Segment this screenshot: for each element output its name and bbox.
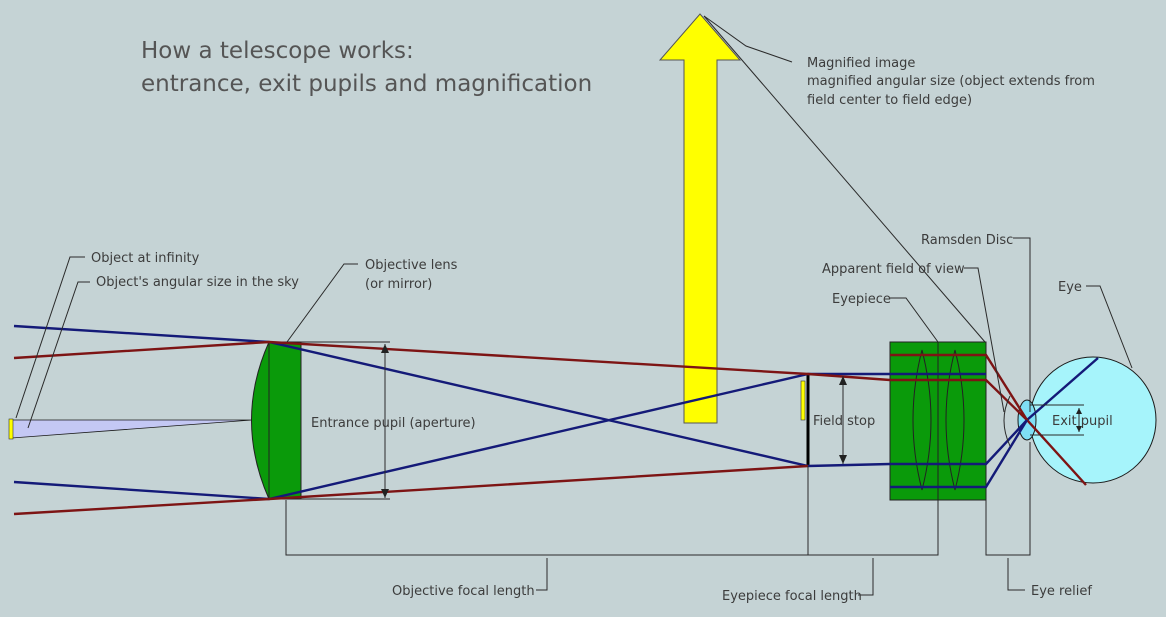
eye-label: Eye [1058, 280, 1082, 295]
ray-red-lower [13, 464, 809, 516]
objective-lens-label-2: (or mirror) [365, 277, 432, 292]
apparent-fov-arc [1003, 395, 1011, 447]
objective-lens-label: Objective lens [365, 258, 458, 273]
eye-relief-label: Eye relief [1031, 584, 1092, 599]
exit-pupil-label: Exit pupil [1052, 414, 1113, 429]
object-arrow [8, 418, 14, 440]
object-at-infinity-label: Object at infinity [91, 251, 200, 266]
title-line-1: How a telescope works: [141, 38, 414, 64]
entrance-pupil-label: Entrance pupil (aperture) [311, 416, 476, 431]
object-angular-cone [11, 419, 253, 439]
magnified-angular-size-label: magnified angular size (object extends f… [807, 74, 1095, 89]
eyepiece-focal-length-bracket [808, 500, 939, 556]
eyepiece [889, 341, 987, 501]
magnified-image-arrow [658, 13, 742, 424]
magnified-angular-size-label-2: field center to field edge) [807, 93, 972, 108]
object-angular-size-label: Object's angular size in the sky [96, 275, 299, 290]
magnified-image-label: Magnified image [807, 56, 915, 71]
objective-focal-length-bracket [285, 466, 809, 556]
intermediate-image-arrow [800, 380, 806, 421]
objective-lens [251, 341, 302, 500]
leader-lines [15, 15, 1133, 596]
title-line-2: entrance, exit pupils and magnification [141, 71, 592, 97]
objective-focal-length-label: Objective focal length [392, 584, 535, 599]
ray-blue-lower [13, 372, 986, 501]
eyepiece-focal-length-label: Eyepiece focal length [722, 589, 862, 604]
ray-bundle [13, 324, 1099, 516]
apparent-fov-label: Apparent field of view [822, 262, 965, 277]
ray-red-eyepiece-top [890, 353, 1029, 421]
field-stop-label: Field stop [813, 414, 875, 429]
eye-relief-bracket [985, 442, 1031, 556]
ray-blue-eyepiece-bottom [890, 419, 1029, 489]
eyepiece-label: Eyepiece [832, 292, 891, 307]
ramsden-disc-label: Ramsden Disc [921, 233, 1013, 248]
